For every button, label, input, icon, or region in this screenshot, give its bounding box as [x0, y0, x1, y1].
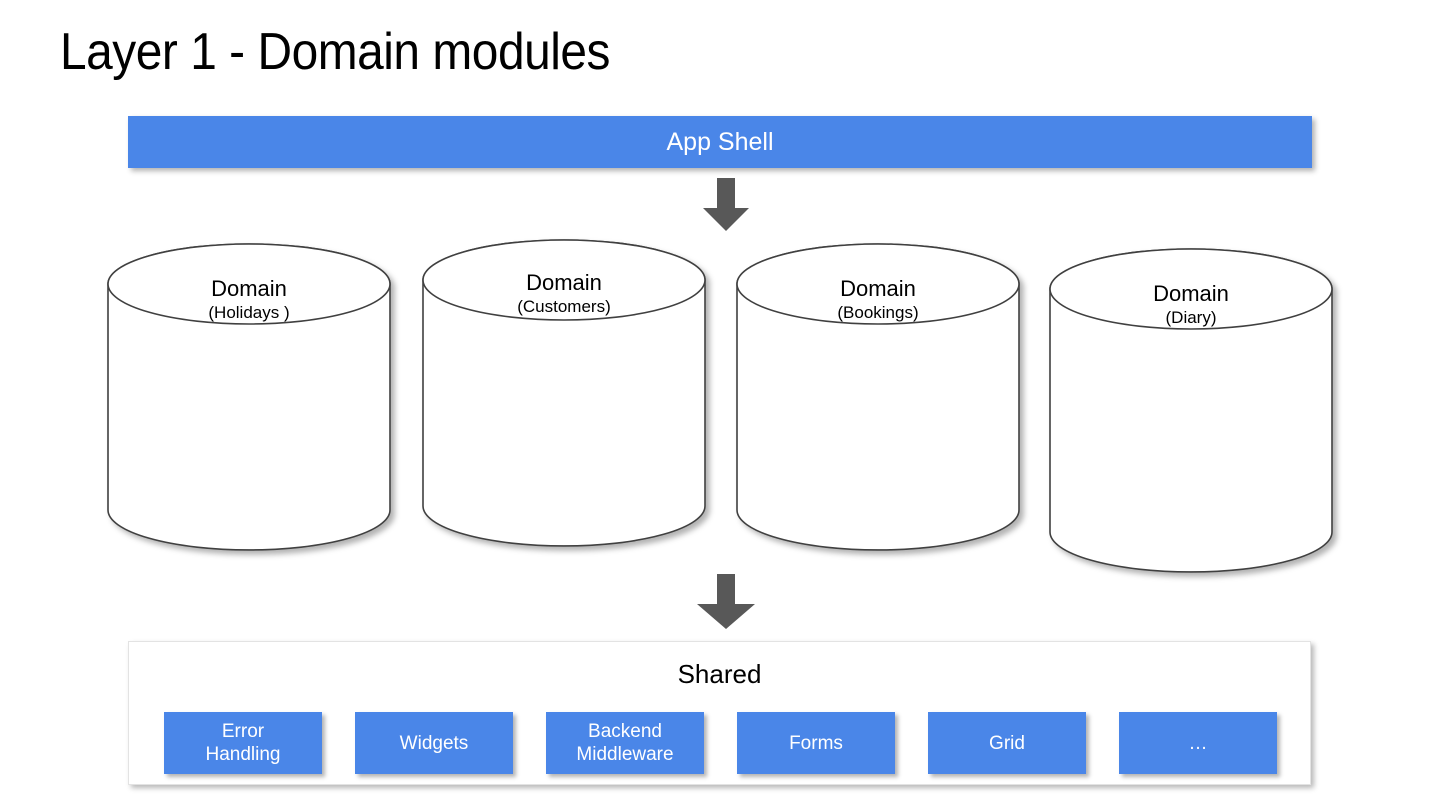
- shared-chip-label: Widgets: [399, 732, 469, 754]
- arrow-down-icon: [702, 178, 750, 232]
- shared-chip[interactable]: Backend Middleware: [546, 712, 704, 774]
- arrow-down-icon: [695, 574, 757, 630]
- page-title: Layer 1 - Domain modules: [60, 23, 611, 81]
- shared-chip[interactable]: …: [1119, 712, 1277, 774]
- shared-chip[interactable]: Error Handling: [164, 712, 322, 774]
- shared-chip-label: Grid: [989, 732, 1025, 754]
- shared-chip[interactable]: Widgets: [355, 712, 513, 774]
- shared-chip-label: …: [1188, 732, 1208, 754]
- domain-cylinder[interactable]: Domain (Bookings): [735, 242, 1021, 554]
- app-shell-label: App Shell: [666, 127, 774, 156]
- domain-cylinder[interactable]: Domain (Diary): [1048, 247, 1334, 577]
- domain-cylinder[interactable]: Domain (Holidays ): [106, 242, 392, 554]
- shared-chip-list: Error Handling Widgets Backend Middlewar…: [164, 712, 1277, 774]
- shared-label: Shared: [677, 659, 762, 689]
- shared-chip-label: Forms: [789, 732, 843, 754]
- shared-chip-label: Backend Middleware: [576, 721, 674, 765]
- shared-panel: Shared Error Handling Widgets Backend Mi…: [128, 641, 1311, 785]
- domain-cylinder[interactable]: Domain (Customers): [421, 238, 707, 550]
- shared-chip[interactable]: Forms: [737, 712, 895, 774]
- shared-chip[interactable]: Grid: [928, 712, 1086, 774]
- app-shell-bar[interactable]: App Shell: [128, 116, 1312, 168]
- shared-chip-label: Error Handling: [205, 721, 281, 765]
